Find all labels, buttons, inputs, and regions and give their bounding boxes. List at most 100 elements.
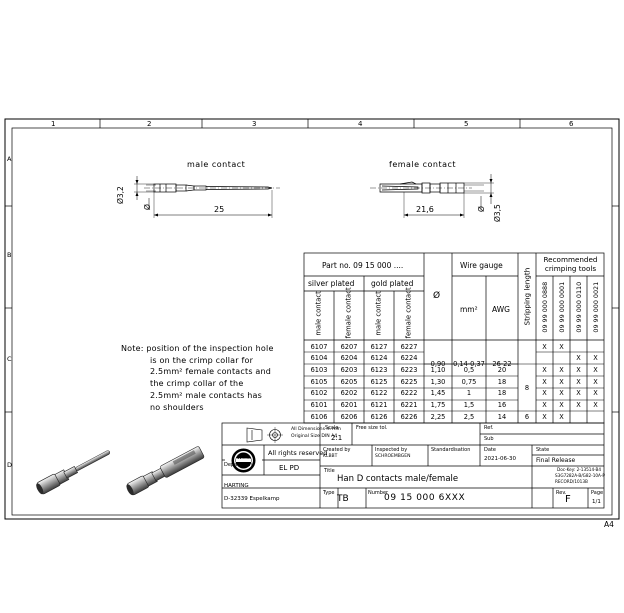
type-value: TB <box>337 494 349 504</box>
tool-mark-cell: X <box>576 389 581 398</box>
scale-value: 2:1 <box>331 434 343 442</box>
part-number-cell: 6206 <box>340 412 358 421</box>
part-number-cell: 6103 <box>310 365 328 374</box>
created-by-label: Created by <box>323 447 351 453</box>
department-label: Department <box>224 462 255 468</box>
tool-mark-cell: X <box>593 401 598 409</box>
wire-awg-cell: 16 <box>497 401 507 409</box>
title-value: Han D contacts male/female <box>337 474 459 484</box>
company-address: D-32339 Espelkamp <box>224 496 280 502</box>
number-label: Number <box>368 490 389 496</box>
type-label: Type <box>323 490 335 496</box>
stripping-length-cell: 8 <box>524 383 530 392</box>
tool-mark-cell: X <box>576 377 581 386</box>
part-number-cell: 6105 <box>310 377 328 386</box>
zone-col-5: 5 <box>464 120 469 128</box>
zone-row-a: A <box>7 155 12 163</box>
note-line-5: 2.5mm² male contacts has <box>150 390 263 400</box>
tool-mark-cell: X <box>542 412 547 421</box>
doc-key-1: Doc-Key: 2-13514-B4 <box>557 467 602 472</box>
silver-plated-header: silver plated <box>308 279 355 288</box>
page-label: Page <box>591 490 604 496</box>
diameter-cell: 1,30 <box>430 377 446 386</box>
wire-awg-cell: 26-22 <box>492 360 512 369</box>
zone-col-3: 3 <box>252 120 257 128</box>
doc-key-2: S3G7282A-B/G82-10A-P <box>555 473 605 478</box>
tool-mark-cell: X <box>559 342 564 351</box>
inspection-note: Note: position of the inspection hole is… <box>121 343 274 413</box>
company-name: HARTING <box>224 483 249 489</box>
tool-mark-cell: X <box>542 342 547 351</box>
wire-mm2-cell: 0,5 <box>463 365 475 374</box>
created-by-value: KLBBT <box>323 454 338 459</box>
part-number-cell: 6204 <box>340 354 358 363</box>
part-number-cell: 6221 <box>400 401 418 409</box>
part-number-cell: 6227 <box>400 342 418 351</box>
part-number-cell: 6124 <box>370 354 388 363</box>
page-value: 1/1 <box>592 499 601 505</box>
tool-mark-cell: X <box>576 354 581 363</box>
part-number-cell: 6101 <box>310 401 328 409</box>
part-number-cell: 6102 <box>310 389 328 398</box>
number-value: 09 15 000 6XXX <box>384 493 466 503</box>
tool-mark-cell: X <box>542 389 547 398</box>
tool-mark-cell: X <box>559 365 564 374</box>
part-number-cell: 6107 <box>310 342 328 351</box>
part-number-cell: 6226 <box>400 412 418 421</box>
female-contact-label: female contact <box>389 160 457 169</box>
tool-mark-cell: X <box>576 401 581 409</box>
standardisation-label: Standardisation <box>431 447 471 453</box>
sheet-size: A4 <box>604 520 614 529</box>
wire-awg-cell: 18 <box>497 377 507 386</box>
diameter-cell: 2,25 <box>430 412 446 421</box>
tool-mark-cell: X <box>593 354 598 363</box>
stripping-length-cell: 6 <box>524 412 530 421</box>
part-no-header: Part no. 09 15 000 .... <box>322 261 404 270</box>
wire-mm2-cell: 0,14-0,37 <box>453 360 485 369</box>
wire-mm2-cell: 1,5 <box>463 401 475 409</box>
wire-gauge-header: Wire gauge <box>460 261 503 270</box>
tool-mark-cell: X <box>593 377 598 386</box>
rev-value: F <box>565 494 571 505</box>
mm2-header: mm² <box>460 305 478 314</box>
note-line-4: the crimp collar of the <box>150 379 244 389</box>
note-line-6: no shoulders <box>150 402 204 412</box>
crimping-tools-header: Recommended crimping tools <box>537 255 604 273</box>
part-number-cell: 6121 <box>370 401 388 409</box>
tool-mark-cell: X <box>542 365 547 374</box>
tool-mark-cell: X <box>559 401 564 409</box>
diameter-header: Ø <box>433 291 441 301</box>
date-label: Date <box>484 447 496 453</box>
inspected-by-value: SCHROEMBGEN <box>375 454 411 459</box>
rev-label: Rev. <box>556 490 567 496</box>
diameter-cell: 1,10 <box>430 365 446 374</box>
part-number-cell: 6104 <box>310 354 328 363</box>
tool-mark-cell: X <box>576 365 581 374</box>
zone-row-b: B <box>7 251 12 259</box>
part-number-cell: 6126 <box>370 412 388 421</box>
ref-label: Ref. <box>484 425 494 431</box>
female-length-dim: 21,6 <box>416 205 434 214</box>
part-number-cell: 6201 <box>340 401 358 409</box>
part-number-cell: 6122 <box>370 389 388 398</box>
note-line-1: Note: position of the inspection hole <box>121 344 274 353</box>
free-size-tol-label: Free size tol. <box>356 425 388 431</box>
male-contact-label: male contact <box>187 160 246 169</box>
part-number-cell: 6203 <box>340 365 358 374</box>
tool-mark-cell: X <box>559 389 564 398</box>
zone-col-1: 1 <box>51 120 56 128</box>
scale-label: Scale <box>325 425 339 431</box>
note-line-3: 2.5mm² female contacts and <box>150 367 272 377</box>
wire-awg-cell: 14 <box>497 412 507 421</box>
gold-plated-header: gold plated <box>371 279 414 288</box>
part-number-cell: 6202 <box>340 389 358 398</box>
diameter-cell: 0,90 <box>430 360 446 369</box>
diameter-cell: 1,75 <box>430 401 446 409</box>
tool-mark-cell: X <box>593 365 598 374</box>
department-value: EL PD <box>279 464 300 472</box>
wire-mm2-cell: 2,5 <box>463 412 475 421</box>
date-value: 2021-06-30 <box>484 456 516 462</box>
